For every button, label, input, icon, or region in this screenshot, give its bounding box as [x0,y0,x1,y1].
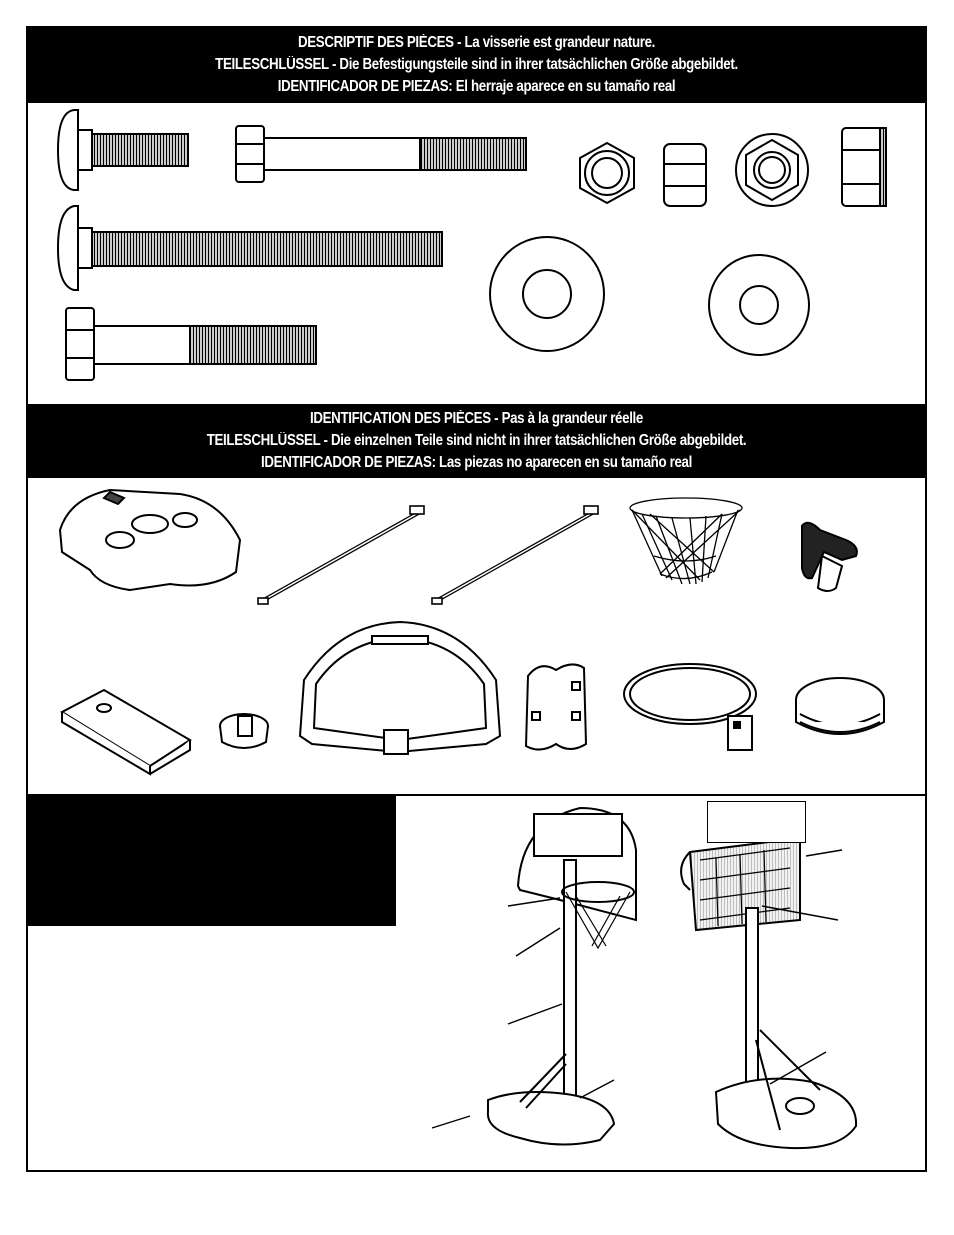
backboard-icon [298,620,502,755]
net-icon [629,497,743,585]
pole-cap-icon [219,713,269,749]
base-plug-icon [795,677,885,735]
brace-rod-1-icon [257,505,425,605]
hardware-header-line-de: TEILESCHLÜSSEL - Die Befestigungsteile s… [215,56,738,73]
front-view-icon [486,806,637,1146]
pole-clamp-icon [524,663,588,751]
rear-view-callouts [761,849,843,1085]
parts-header-line-de: TEILESCHLÜSSEL - Die einzelnen Teile sin… [206,432,747,449]
rear-view-icon [680,836,858,1150]
page-frame: DESCRIPTIF DES PIÈCES - La visserie est … [26,26,927,1172]
front-view-label-box [534,814,622,856]
parts-header-line-fr: IDENTIFICATION DES PIÈCES - Pas à la gra… [309,410,643,427]
section-divider [28,794,925,796]
base-icon [58,488,242,592]
brace-rod-2-icon [431,505,599,605]
parts-header-line-es: IDENTIFICADOR DE PIEZAS: Las piezas no a… [261,454,692,471]
rim-icon [623,663,757,751]
hardware-header-line-es: IDENTIFICADOR DE PIEZAS: El herraje apar… [277,78,676,95]
hex-bolt-long-icon [235,125,527,183]
carriage-bolt-long-icon [56,205,443,291]
carriage-bolt-short-icon [56,109,189,191]
knob-icon [801,521,858,592]
hex-bolt-medium-icon [65,307,317,381]
flange-nut-round-icon [735,133,809,207]
small-washer-icon [708,254,810,356]
assembly-title-box [28,796,396,926]
rear-view-label-box [707,801,806,843]
hex-nut-icon [579,141,635,205]
hardware-header-line-fr: DESCRIPTIF DES PIÈCES - La visserie est … [297,34,656,51]
flange-nut-side-icon [841,127,887,207]
large-washer-icon [489,236,605,352]
front-view-callouts [431,897,615,1129]
bracket-plate-icon [59,688,192,776]
parts-header: IDENTIFICATION DES PIÈCES - Pas à la gra… [28,404,925,478]
hardware-header: DESCRIPTIF DES PIÈCES - La visserie est … [28,28,925,103]
lock-nut-icon [663,143,707,207]
